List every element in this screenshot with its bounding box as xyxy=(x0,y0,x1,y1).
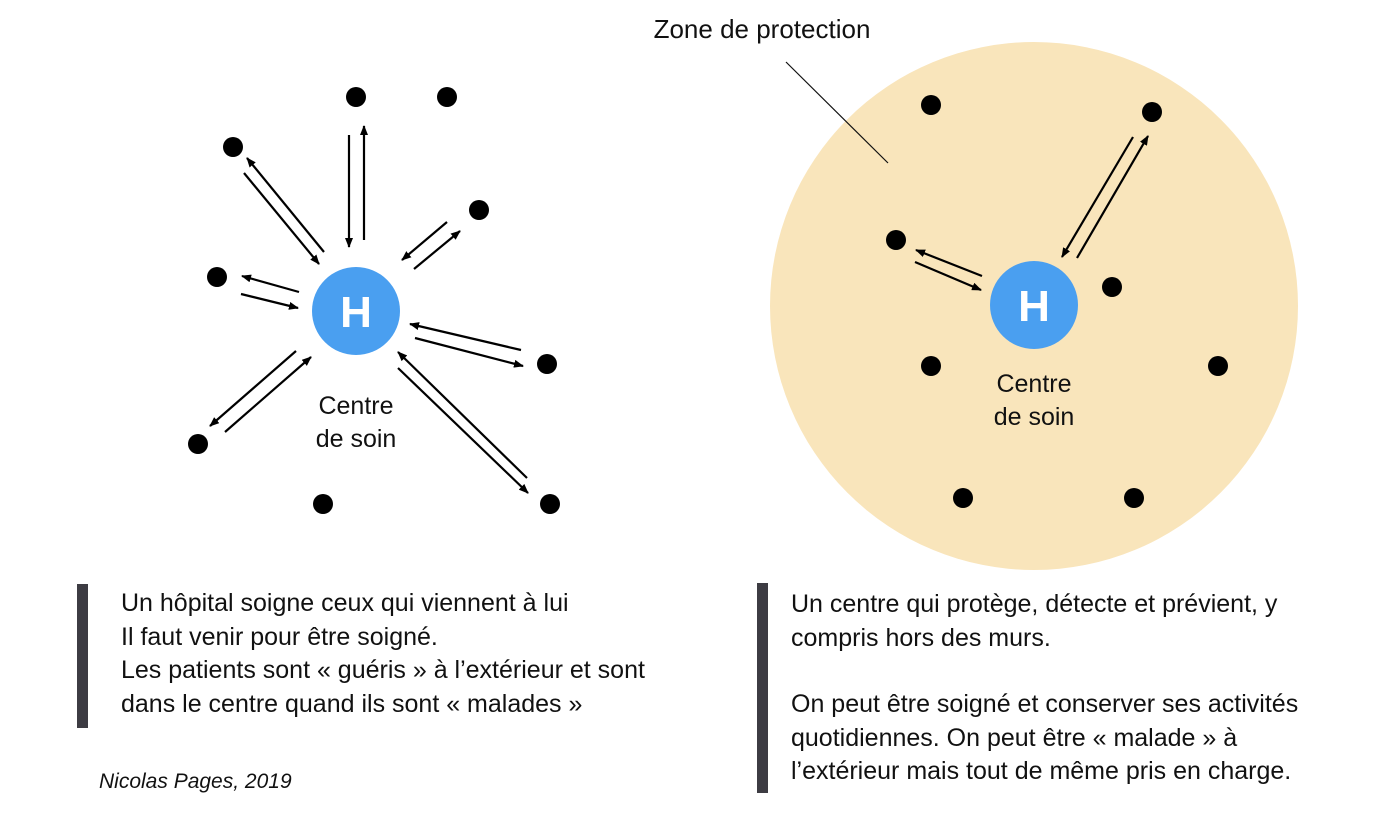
zone-label-leader-line xyxy=(785,61,889,164)
patient-dot xyxy=(1124,488,1144,508)
left-patients xyxy=(188,87,560,514)
right-patient-flows xyxy=(914,135,1149,292)
right-description-line: l’extérieur mais tout de même pris en ch… xyxy=(791,757,1292,785)
patient-dot xyxy=(1208,356,1228,376)
patient-dot xyxy=(540,494,560,514)
left-hub-caption-line-1: Centre xyxy=(318,392,393,420)
patient-dot xyxy=(207,267,227,287)
right-description: Un centre qui protège, détecte et prévie… xyxy=(791,588,1371,789)
patient-dot xyxy=(1142,102,1162,122)
patient-dot xyxy=(921,356,941,376)
left-description-line: Les patients sont « guéris » à l’extérie… xyxy=(121,656,645,684)
paragraph-gap xyxy=(791,655,1371,688)
right-care-center-hub xyxy=(990,261,1078,349)
left-description: Un hôpital soigne ceux qui viennent à lu… xyxy=(121,587,721,721)
left-hub-caption-line-2: de soin xyxy=(316,425,397,453)
patient-dot xyxy=(346,87,366,107)
patient-dot xyxy=(223,137,243,157)
left-description-line: Il faut venir pour être soigné. xyxy=(121,622,438,651)
left-description-line: Un hôpital soigne ceux qui viennent à lu… xyxy=(121,589,569,617)
patient-dot xyxy=(886,230,906,250)
right-description-line: quotidiennes. On peut être « malade » à xyxy=(791,723,1238,752)
right-hub-label: H xyxy=(1018,282,1050,331)
patient-dot xyxy=(313,494,333,514)
left-description-line: dans le centre quand ils sont « malades … xyxy=(121,689,583,718)
right-hub-caption-line-1: Centre xyxy=(996,370,1071,398)
patient-dot xyxy=(1102,277,1122,297)
patient-dot xyxy=(437,87,457,107)
right-patients xyxy=(886,95,1228,508)
right-hub-caption-line-2: de soin xyxy=(994,403,1075,431)
patient-dot xyxy=(469,200,489,220)
left-hospital-hub xyxy=(312,267,400,355)
patient-dot xyxy=(953,488,973,508)
patient-dot xyxy=(537,354,557,374)
patient-dot xyxy=(188,434,208,454)
zone-label: Zone de protection xyxy=(654,14,871,44)
left-caption-bar xyxy=(77,584,88,728)
patient-dot xyxy=(921,95,941,115)
author-credit: Nicolas Pages, 2019 xyxy=(99,770,292,793)
left-patient-flows xyxy=(209,125,529,494)
right-caption-bar xyxy=(757,583,768,793)
right-description-line: On peut être soigné et conserver ses act… xyxy=(791,690,1299,718)
left-hub-label: H xyxy=(340,288,372,337)
right-description-line: Un centre qui protège, détecte et prévie… xyxy=(791,590,1278,618)
right-description-line: compris hors des murs. xyxy=(791,623,1051,652)
